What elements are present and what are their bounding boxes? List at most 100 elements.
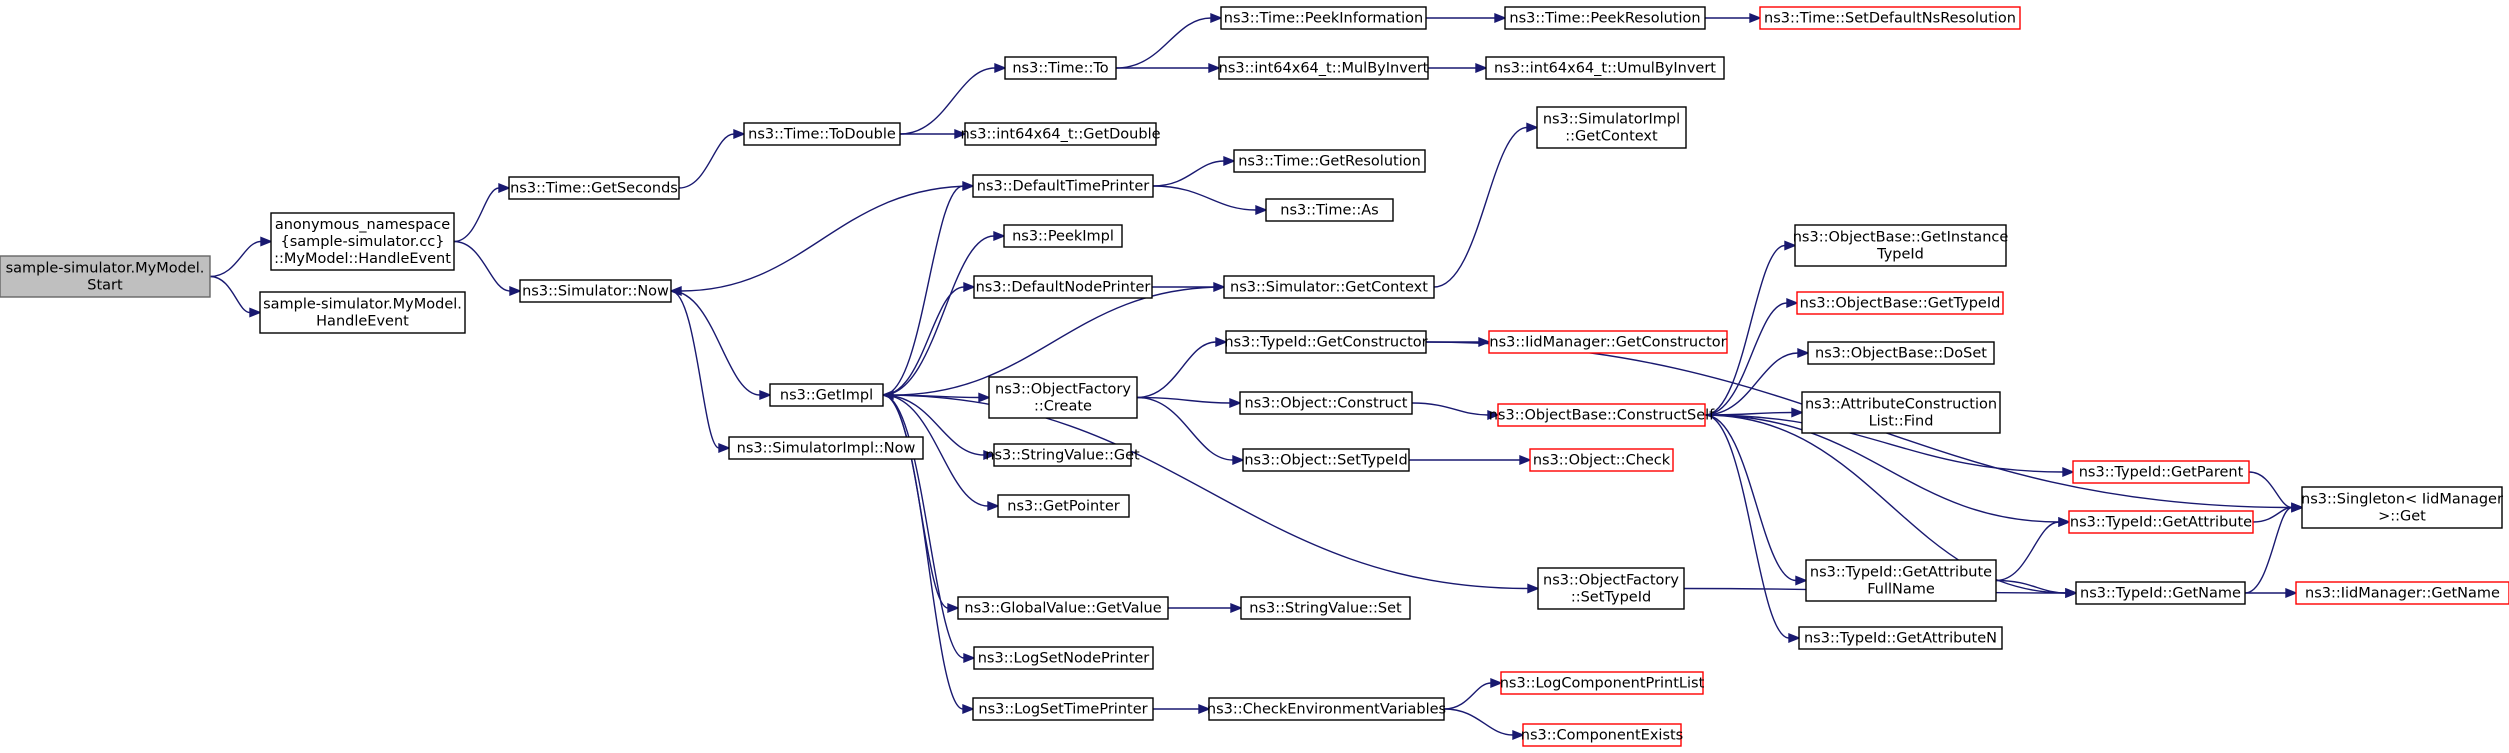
edge-line (1704, 414, 2060, 523)
node-ofcreate[interactable]: ns3::ObjectFactory::Create (988, 376, 1138, 419)
arrow-head (1786, 297, 1799, 309)
node-simimplctx[interactable]: ns3::SimulatorImpl::GetContext (1536, 106, 1687, 149)
node-label: ns3::GetPointer (1007, 499, 1120, 515)
edge-logsettime-to-checkenv (1153, 703, 1211, 715)
node-getimpl[interactable]: ns3::GetImpl (769, 383, 884, 407)
edge-line (882, 394, 989, 507)
node-getseconds[interactable]: ns3::Time::GetSeconds (508, 176, 680, 200)
node-simgetctx[interactable]: ns3::Simulator::GetContext (1223, 275, 1435, 299)
node-mulbyinv[interactable]: ns3::int64x64_t::MulByInvert (1218, 56, 1429, 80)
node-ofsettypeid[interactable]: ns3::ObjectFactory::SetTypeId (1537, 567, 1685, 610)
node-simnow[interactable]: ns3::Simulator::Now (519, 279, 672, 303)
node-label: ns3::ComponentExists (1521, 728, 1684, 744)
node-tidgetattrn[interactable]: ns3::TypeId::GetAttributeN (1798, 626, 2003, 650)
node-logcompprint[interactable]: ns3::LogComponentPrintList (1500, 671, 1705, 695)
node-getpointer[interactable]: ns3::GetPointer (997, 494, 1130, 518)
node-box (1805, 559, 1997, 602)
node-objconstruct[interactable]: ns3::Object::Construct (1239, 391, 1413, 415)
node-defnodeprinter[interactable]: ns3::DefaultNodePrinter (973, 275, 1153, 299)
edge-ofcreate-to-objconstruct (1136, 396, 1242, 409)
node-simimplnow[interactable]: ns3::SimulatorImpl::Now (728, 436, 924, 460)
node-iidgetname[interactable]: ns3::IidManager::GetName (2295, 581, 2509, 605)
edge-deftimeprinter-to-getresolution (1152, 155, 1236, 187)
edge-constructself-to-getinsttypeid (1704, 240, 1797, 416)
node-label: ns3::TypeId::GetAttribute (1810, 565, 1992, 581)
node-gvgetvalue[interactable]: ns3::GlobalValue::GetValue (957, 596, 1169, 620)
node-getdouble[interactable]: ns3::int64x64_t::GetDouble (960, 122, 1161, 146)
node-objcheck[interactable]: ns3::Object::Check (1529, 448, 1674, 472)
node-box (1807, 341, 1995, 365)
node-label: ::Create (1034, 399, 1092, 415)
node-label: >::Get (2378, 509, 2426, 525)
edge-constructself-to-tidgetattrfull (1704, 414, 1808, 586)
node-stringget[interactable]: ns3::StringValue::Get (985, 443, 1140, 467)
node-logsetnode[interactable]: ns3::LogSetNodePrinter (973, 646, 1154, 670)
node-box (1240, 596, 1411, 620)
node-constructself[interactable]: ns3::ObjectBase::ConstructSelf (1489, 403, 1715, 427)
node-obdoset[interactable]: ns3::ObjectBase::DoSet (1807, 341, 1995, 365)
arrow-head (994, 62, 1007, 74)
edge-line (453, 187, 500, 243)
arrow-head (1512, 729, 1525, 741)
node-compexists[interactable]: ns3::ComponentExists (1521, 723, 1684, 747)
node-tidgetparent[interactable]: ns3::TypeId::GetParent (2072, 460, 2250, 484)
node-peekinfo[interactable]: ns3::Time::PeekInformation (1220, 6, 1427, 30)
node-box (743, 122, 901, 146)
node-label: ns3::Time::As (1280, 203, 1378, 219)
node-label: ns3::SimulatorImpl::Now (737, 441, 916, 457)
node-box (1220, 6, 1427, 30)
node-getresolution[interactable]: ns3::Time::GetResolution (1233, 149, 1426, 173)
node-box (1208, 697, 1445, 721)
edge-line (1704, 352, 1799, 416)
node-box (1485, 56, 1725, 80)
arrow-head (2285, 587, 2298, 599)
node-box (1239, 391, 1413, 415)
node-label: ns3::Object::Check (1533, 453, 1671, 469)
node-tidgetattr[interactable]: ns3::TypeId::GetAttribute (2068, 510, 2254, 534)
node-box (0, 255, 211, 298)
node-logsettime[interactable]: ns3::LogSetTimePrinter (972, 697, 1154, 721)
node-label: ns3::int64x64_t::MulByInvert (1219, 61, 1429, 77)
node-obgettypeid[interactable]: ns3::ObjectBase::GetTypeId (1796, 291, 2004, 315)
edge-line (1995, 579, 2067, 594)
node-todouble[interactable]: ns3::Time::ToDouble (743, 122, 901, 146)
node-box (2301, 486, 2503, 529)
node-label: {sample-simulator.cc} (281, 234, 445, 250)
node-he_mod[interactable]: sample-simulator.MyModel.HandleEvent (259, 291, 466, 334)
edge-getimpl-to-ofsettypeid (882, 394, 1540, 594)
node-timeto[interactable]: ns3::Time::To (1004, 56, 1117, 80)
node-label: ns3::Time::PeekResolution (1509, 11, 1700, 27)
node-box (1537, 567, 1685, 610)
edge-getimpl-to-gvgetvalue (882, 394, 960, 614)
node-singletonget[interactable]: ns3::Singleton< IidManager >::Get (2301, 486, 2503, 529)
node-objsettypeid[interactable]: ns3::Object::SetTypeId (1242, 448, 1410, 472)
node-iidgetctor[interactable]: ns3::IidManager::GetConstructor (1488, 330, 1728, 354)
edge-line (1152, 185, 1257, 211)
node-checkenv[interactable]: ns3::CheckEnvironmentVariables (1207, 697, 1446, 721)
node-timeas[interactable]: ns3::Time::As (1265, 198, 1394, 222)
node-tidgetname[interactable]: ns3::TypeId::GetName (2075, 581, 2246, 605)
node-root[interactable]: sample-simulator.MyModel.Start (0, 255, 211, 298)
edge-line (1136, 396, 1234, 461)
node-box (2295, 581, 2509, 605)
node-umulbyinv[interactable]: ns3::int64x64_t::UmulByInvert (1485, 56, 1725, 80)
node-label: ns3::Time::SetDefaultNsResolution (1764, 11, 2016, 27)
node-label: ns3::ObjectFactory (1543, 573, 1679, 589)
node-setdefres[interactable]: ns3::Time::SetDefaultNsResolution (1759, 6, 2021, 30)
node-he_anon[interactable]: anonymous_namespace{sample-simulator.cc}… (270, 212, 455, 271)
node-deftimeprinter[interactable]: ns3::DefaultTimePrinter (972, 174, 1154, 198)
edge-line (678, 133, 735, 189)
node-box (270, 212, 455, 271)
edge-line (1443, 682, 1492, 710)
node-peekres[interactable]: ns3::Time::PeekResolution (1504, 6, 1706, 30)
node-box (972, 174, 1154, 198)
node-peekimpl[interactable]: ns3::PeekImpl (1003, 224, 1123, 248)
node-stringset[interactable]: ns3::StringValue::Set (1240, 596, 1411, 620)
node-box (519, 279, 672, 303)
node-box (1536, 106, 1687, 149)
edge-line (1152, 160, 1225, 187)
node-typeidgetctor[interactable]: ns3::TypeId::GetConstructor (1224, 330, 1428, 354)
